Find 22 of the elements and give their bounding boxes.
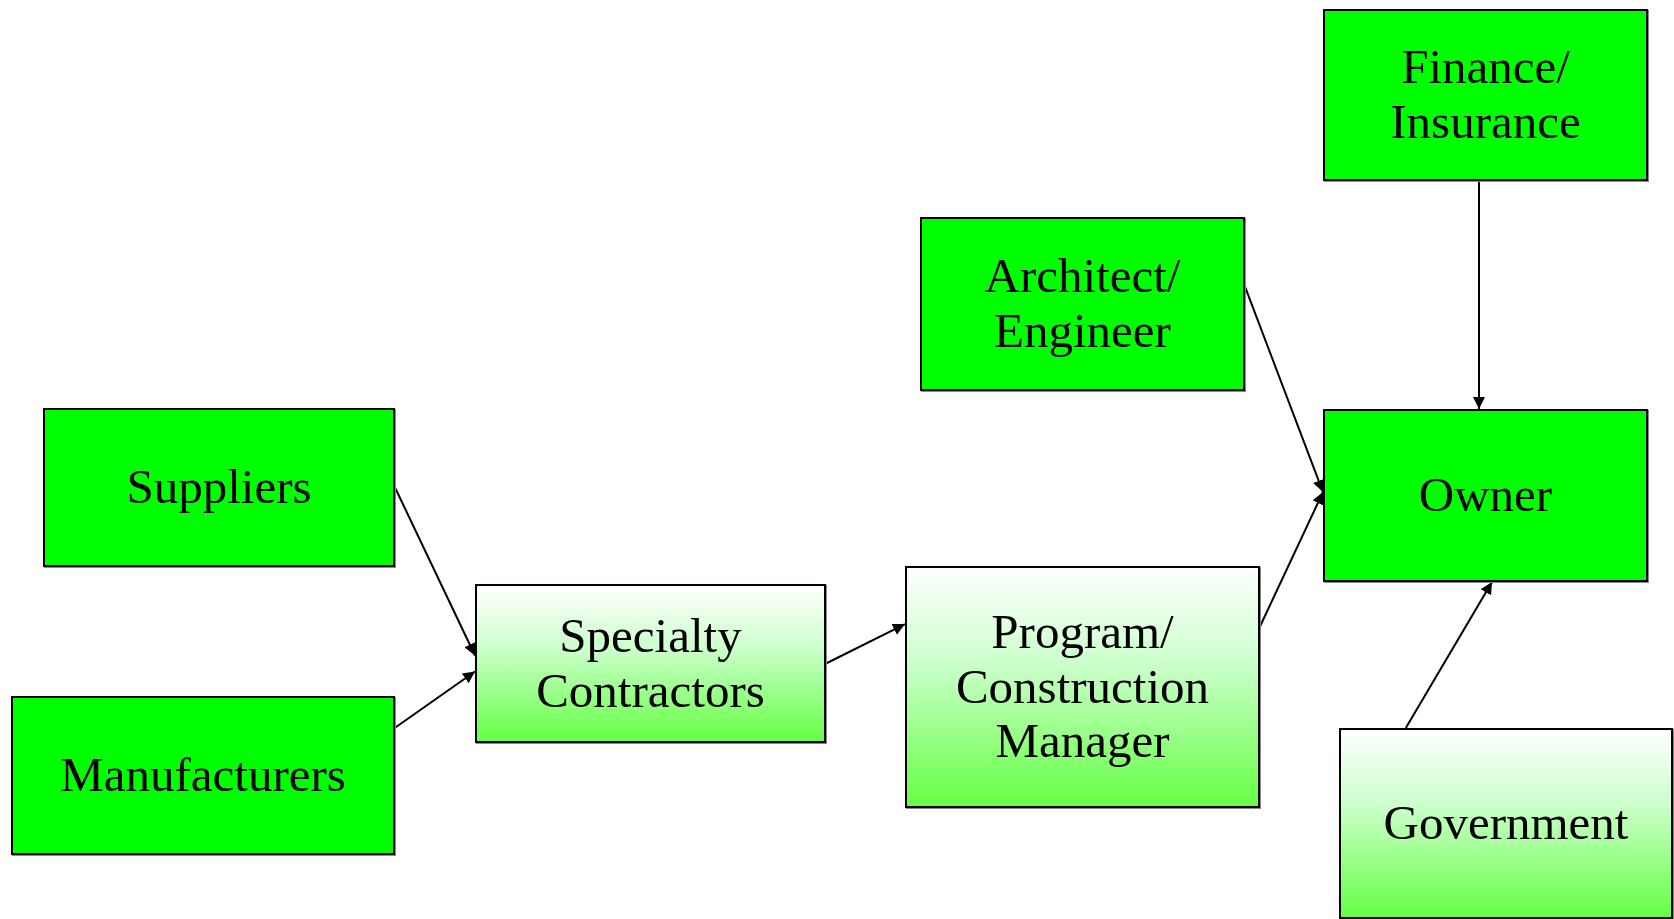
node-label: Government [1383, 796, 1629, 851]
process-box [43, 408, 395, 567]
process-box [11, 696, 395, 855]
arrow [1259, 491, 1324, 628]
node-label: Owner [1418, 468, 1553, 523]
node-label: Finance/ Insurance [1389, 40, 1582, 150]
arrow [394, 486, 476, 657]
process-box [920, 217, 1245, 391]
process-box [1323, 9, 1648, 181]
node-label: Suppliers [126, 460, 312, 515]
arrow [825, 623, 906, 665]
process-box [905, 566, 1260, 808]
node-label: Program/ Construction Manager [954, 604, 1211, 770]
node-label: Manufacturers [60, 748, 346, 803]
node-label: Architect/ Engineer [983, 249, 1182, 359]
node-label: Specialty Contractors [535, 608, 766, 719]
process-box [1339, 728, 1673, 919]
arrow [1473, 180, 1485, 410]
process-box [1323, 409, 1648, 582]
arrow [1404, 581, 1493, 729]
process-box [475, 584, 826, 743]
arrow [394, 670, 476, 729]
